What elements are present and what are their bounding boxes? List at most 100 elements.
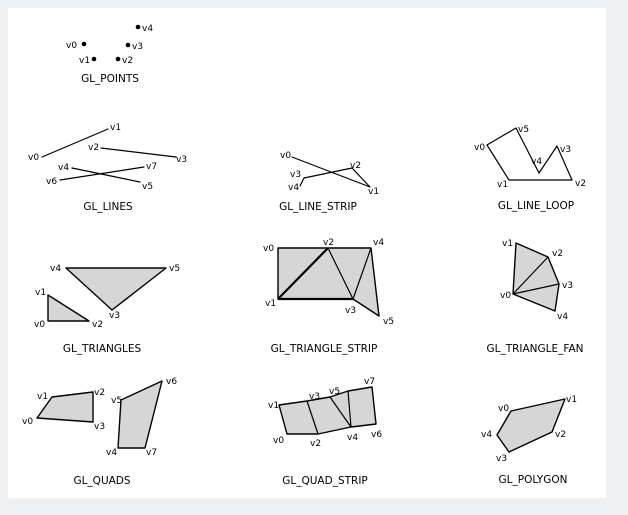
line-loop-panel: v0 v1 v2 v3 v4 v5 GL_LINE_LOOP xyxy=(474,125,586,212)
quads-label-v0: v0 xyxy=(22,417,33,427)
quad-strip-label-v5: v5 xyxy=(329,387,340,397)
triangles-label-v4: v4 xyxy=(50,264,61,274)
polygon-caption: GL_POLYGON xyxy=(499,474,568,486)
points-vertex-v0 xyxy=(81,41,87,47)
triangles-caption: GL_TRIANGLES xyxy=(63,343,142,355)
lines-label-v7: v7 xyxy=(146,162,157,172)
polygon-label-v0: v0 xyxy=(498,404,509,414)
line-strip-label-v2: v2 xyxy=(350,161,361,171)
lines-label-v1: v1 xyxy=(110,123,121,133)
lines-label-v5: v5 xyxy=(142,182,153,192)
points-vertex-v1 xyxy=(91,56,97,62)
lines-panel: v0 v1 v2 v3 v4 v5 v6 v7 GL_LINES xyxy=(28,123,187,213)
quad-strip-label-v4: v4 xyxy=(347,433,358,443)
triangles-label-v1: v1 xyxy=(35,288,46,298)
quads-label-v4: v4 xyxy=(106,448,117,458)
quads-label-v6: v6 xyxy=(166,377,177,387)
quads-label-v5: v5 xyxy=(111,396,122,406)
triangle-fan-label-v4: v4 xyxy=(557,312,568,322)
quad-strip-shape xyxy=(278,386,377,435)
polygon-shape xyxy=(496,398,566,453)
points-vertex-v2 xyxy=(115,56,121,62)
quad-strip-label-v2: v2 xyxy=(310,439,321,449)
points-caption: GL_POINTS xyxy=(81,73,139,85)
points-label-v0: v0 xyxy=(66,41,77,51)
triangle-fan-label-v1: v1 xyxy=(502,239,513,249)
quad-strip-label-v6: v6 xyxy=(371,430,382,440)
lines-label-v3: v3 xyxy=(176,155,187,165)
quad-strip-edge-1 xyxy=(306,400,319,435)
triangle-fan-edge-2 xyxy=(512,283,560,295)
line-loop-label-v3: v3 xyxy=(560,145,571,155)
line-strip-label-v1: v1 xyxy=(368,187,379,197)
lines-segment-v2-v3 xyxy=(100,147,177,158)
line-strip-label-v0: v0 xyxy=(280,151,291,161)
lines-segment-v4-v5 xyxy=(71,167,141,183)
triangle-strip-edge-3 xyxy=(352,247,372,300)
triangle-strip-label-v1: v1 xyxy=(265,299,276,309)
line-loop-caption: GL_LINE_LOOP xyxy=(498,200,574,212)
lines-label-v6: v6 xyxy=(46,177,57,187)
quads-label-v3: v3 xyxy=(94,422,105,432)
polygon-label-v4: v4 xyxy=(481,430,492,440)
triangles-shape-2 xyxy=(65,267,167,311)
triangle-strip-label-v3: v3 xyxy=(345,306,356,316)
line-loop-path xyxy=(486,127,573,181)
triangle-strip-label-v2: v2 xyxy=(323,238,334,248)
quad-strip-label-v3: v3 xyxy=(309,392,320,402)
triangles-label-v0: v0 xyxy=(34,320,45,330)
points-panel: v0 v1 v2 v3 v4 GL_POINTS xyxy=(66,24,153,85)
quad-strip-caption: GL_QUAD_STRIP xyxy=(282,475,368,487)
quad-strip-label-v7: v7 xyxy=(364,377,375,387)
line-loop-label-v0: v0 xyxy=(474,143,485,153)
triangles-label-v5: v5 xyxy=(169,264,180,274)
lines-label-v2: v2 xyxy=(88,143,99,153)
quad-strip-panel: v0 v1 v2 v3 v4 v5 v6 v7 GL_QUAD_STRIP xyxy=(268,377,382,487)
quad-strip-label-v1: v1 xyxy=(268,401,279,411)
quads-shape-2 xyxy=(117,380,163,449)
triangle-fan-edge-1 xyxy=(512,256,549,295)
quads-label-v7: v7 xyxy=(146,448,157,458)
polygon-label-v2: v2 xyxy=(555,430,566,440)
quads-caption: GL_QUADS xyxy=(73,475,130,487)
quad-strip-edge-2 xyxy=(329,396,352,428)
triangle-fan-caption: GL_TRIANGLE_FAN xyxy=(486,343,583,355)
quads-label-v2: v2 xyxy=(94,388,105,398)
triangle-strip-edge-2 xyxy=(327,247,354,300)
line-loop-label-v1: v1 xyxy=(497,180,508,190)
line-strip-caption: GL_LINE_STRIP xyxy=(279,201,357,213)
lines-label-v0: v0 xyxy=(28,153,39,163)
quad-strip-edge-3 xyxy=(347,390,352,428)
quads-shape-1 xyxy=(36,391,94,423)
triangles-label-v3: v3 xyxy=(109,311,120,321)
polygon-label-v1: v1 xyxy=(566,395,577,405)
quad-strip-label-v0: v0 xyxy=(273,436,284,446)
triangles-label-v2: v2 xyxy=(92,320,103,330)
triangles-shape-1 xyxy=(47,294,90,322)
triangles-panel: v0 v1 v2 v3 v4 v5 GL_TRIANGLES xyxy=(34,264,180,355)
triangle-fan-panel: v0 v1 v2 v3 v4 GL_TRIANGLE_FAN xyxy=(486,239,583,355)
line-loop-label-v2: v2 xyxy=(575,179,586,189)
line-loop-label-v5: v5 xyxy=(518,125,529,135)
line-strip-path xyxy=(291,156,371,188)
lines-segment-v6-v7 xyxy=(59,166,145,181)
lines-caption: GL_LINES xyxy=(83,201,133,213)
line-strip-panel: v0 v1 v2 v3 v4 GL_LINE_STRIP xyxy=(279,151,379,213)
triangle-strip-panel: v0 v1 v2 v3 v4 v5 GL_TRIANGLE_STRIP xyxy=(263,238,394,355)
triangle-strip-label-v5: v5 xyxy=(383,317,394,327)
triangle-strip-label-v0: v0 xyxy=(263,244,274,254)
line-loop-label-v4: v4 xyxy=(531,157,542,167)
triangle-fan-shape xyxy=(512,242,560,312)
points-label-v3: v3 xyxy=(132,42,143,52)
polygon-label-v3: v3 xyxy=(496,454,507,464)
triangle-strip-edge-diag xyxy=(277,247,329,300)
triangle-fan-label-v2: v2 xyxy=(552,249,563,259)
line-strip-label-v4: v4 xyxy=(288,183,299,193)
triangle-strip-caption: GL_TRIANGLE_STRIP xyxy=(271,343,378,355)
points-vertex-v3 xyxy=(125,42,131,48)
points-vertex-v4 xyxy=(135,24,141,30)
points-label-v2: v2 xyxy=(122,56,133,66)
points-label-v1: v1 xyxy=(79,56,90,66)
lines-segment-v0-v1 xyxy=(41,128,109,158)
